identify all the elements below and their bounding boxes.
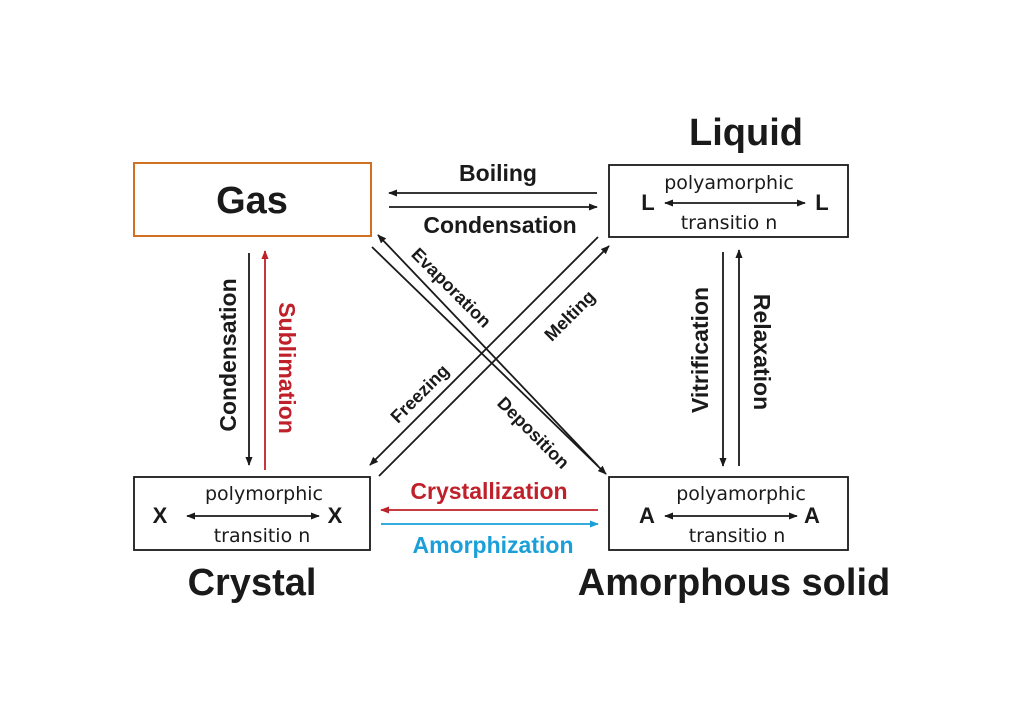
- amorphous-box: [608, 476, 849, 551]
- crystallization-label: Crystallization: [410, 478, 567, 504]
- evaporation-label: Evaporation: [407, 244, 495, 332]
- amorphous-solid-title: Amorphous solid: [578, 562, 890, 604]
- deposition-arrow: [371, 246, 607, 475]
- vitrification-label: Vitrification: [687, 287, 713, 413]
- liquid-box-bottom-text: transitio n: [681, 212, 778, 234]
- crystal-box: [133, 476, 371, 551]
- liquid-box: [608, 164, 849, 238]
- liquid-right-letter: L: [815, 190, 828, 215]
- melting-arrow: [378, 245, 610, 477]
- sublimation-label: Sublimation: [274, 302, 300, 434]
- liquid-left-letter: L: [641, 190, 654, 215]
- freezing-label: Freezing: [387, 361, 453, 427]
- evaporation-arrow: [377, 234, 599, 467]
- amorphous-left-letter: A: [639, 503, 655, 528]
- gas-label: Gas: [216, 180, 288, 222]
- amorphization-label: Amorphization: [413, 532, 574, 558]
- boiling-label: Boiling: [459, 160, 537, 186]
- amorphous-box-top-text: polyamorphic: [676, 483, 806, 505]
- liquid-box-top-text: polyamorphic: [664, 172, 794, 194]
- melting-label: Melting: [540, 286, 599, 345]
- amorphous-right-letter: A: [804, 503, 820, 528]
- freezing-arrow: [369, 236, 599, 466]
- crystal-left-letter: X: [153, 503, 168, 528]
- condensation-left-label: Condensation: [215, 278, 241, 431]
- crystal-box-top-text: polymorphic: [205, 483, 323, 505]
- crystal-right-letter: X: [328, 503, 343, 528]
- relaxation-label: Relaxation: [749, 294, 775, 410]
- liquid-title: Liquid: [689, 112, 803, 154]
- amorphous-box-bottom-text: transitio n: [689, 525, 786, 547]
- deposition-label: Deposition: [493, 393, 573, 473]
- condensation-top-label: Condensation: [423, 212, 576, 238]
- crystal-title: Crystal: [188, 562, 317, 604]
- crystal-box-bottom-text: transitio n: [214, 525, 311, 547]
- gas-box: [133, 162, 372, 237]
